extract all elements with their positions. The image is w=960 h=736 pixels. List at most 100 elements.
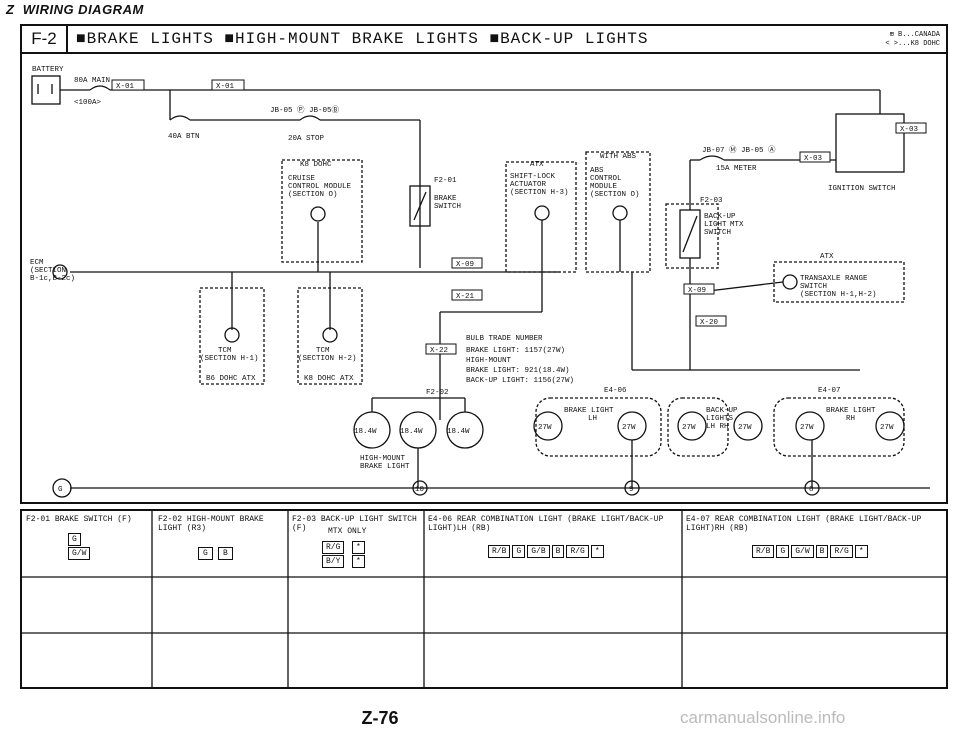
shift-lock-l3: (SECTION H-3) bbox=[510, 189, 569, 197]
w27a: 27W bbox=[538, 424, 552, 432]
pin-e406-2: G bbox=[512, 545, 526, 558]
tcm1-l2: (SECTION H-1) bbox=[200, 355, 259, 363]
x21-label: X-21 bbox=[456, 293, 475, 301]
w27e: 27W bbox=[800, 424, 814, 432]
abs-l1: ABS bbox=[590, 167, 604, 175]
pin-f203-b: * bbox=[352, 541, 365, 554]
bulb-l1: BULB TRADE NUMBER bbox=[466, 335, 543, 343]
tcm1-l1: TCM bbox=[218, 347, 232, 355]
meter-fuse-label: 15A METER bbox=[716, 165, 757, 173]
conn-e406-suffix: (RB) bbox=[471, 524, 491, 533]
diagram-area bbox=[20, 54, 948, 504]
conn-f203-suffix: (F) bbox=[292, 524, 307, 533]
ecm-l1: ECM bbox=[30, 259, 44, 267]
fuse-100a-label: <100A> bbox=[74, 99, 102, 107]
cruise-l1: CRUISE bbox=[288, 175, 316, 183]
bulb-l5: BACK-UP LIGHT: 1156(27W) bbox=[466, 377, 574, 385]
conn-e407-id: E4-07 bbox=[686, 515, 711, 524]
x01a-label: X-01 bbox=[116, 83, 135, 91]
tr-l3: (SECTION H-1,H-2) bbox=[800, 291, 877, 299]
w18c: 18.4W bbox=[447, 428, 470, 436]
shift-lock-l2: ACTUATOR bbox=[510, 181, 547, 189]
bulb-l2: BRAKE LIGHT: 1157(27W) bbox=[466, 347, 565, 355]
w27d: 27W bbox=[738, 424, 752, 432]
backup-l2: LIGHT bbox=[704, 221, 727, 229]
lh-l2: LH bbox=[588, 415, 597, 423]
hm-l1: HIGH-MOUNT bbox=[360, 455, 406, 463]
mtx-label: MTX bbox=[730, 221, 744, 229]
pin-e407-2: G bbox=[776, 545, 790, 558]
wiring-diagram: BATTERY 80A MAIN <100A> 40A BTN JB-05 Ⓟ … bbox=[30, 66, 930, 498]
abs-l2: CONTROL bbox=[590, 175, 622, 183]
b6-dohc-label: B6 DOHC ATX bbox=[206, 375, 256, 383]
bu-l2: LIGHTS bbox=[706, 415, 734, 423]
backup-l1: BACK-UP bbox=[704, 213, 736, 221]
abs-l4: (SECTION O) bbox=[590, 191, 640, 199]
rh-l1: BRAKE LIGHT bbox=[826, 407, 876, 415]
pin-e407-5: R/G bbox=[830, 545, 853, 558]
conn-e407-name: REAR COMBINATION LIGHT (BRAKE LIGHT/BACK… bbox=[686, 515, 922, 533]
w27b: 27W bbox=[622, 424, 636, 432]
x03-label: X-03 bbox=[900, 126, 919, 134]
pin-f202-b: B bbox=[218, 547, 233, 560]
f201-label: F2-01 bbox=[434, 177, 457, 185]
pin-e407-4: B bbox=[815, 545, 829, 558]
tcm2-l2: (SECTION H-2) bbox=[298, 355, 357, 363]
x22-label: X-22 bbox=[430, 347, 448, 355]
pins-e406: R/B G G/B B R/G * bbox=[488, 545, 604, 558]
pin-e406-3: G/B bbox=[527, 545, 550, 558]
conn-e406-name: REAR COMBINATION LIGHT (BRAKE LIGHT/BACK… bbox=[428, 515, 664, 533]
pin-e406-4: B bbox=[551, 545, 565, 558]
ecm-l2: (SECTION bbox=[30, 267, 66, 275]
x09b-label: X-09 bbox=[688, 287, 706, 295]
pin-e406-1: R/B bbox=[488, 545, 511, 558]
conn-f201-suffix: (F) bbox=[117, 515, 132, 524]
brake-switch-l1: BRAKE bbox=[434, 195, 457, 203]
ground-9: 9 bbox=[629, 486, 634, 494]
x20-label: X-20 bbox=[700, 319, 719, 327]
battery-label: BATTERY bbox=[32, 66, 64, 74]
diagram-title: ■BRAKE LIGHTS ■HIGH-MOUNT BRAKE LIGHTS ■… bbox=[76, 30, 649, 48]
conn-e407-suffix: (RB) bbox=[729, 524, 749, 533]
pin-f203-a: R/G bbox=[322, 541, 345, 554]
shift-lock-l1: SHIFT-LOCK bbox=[510, 173, 556, 181]
pins-e407: R/B G G/W B R/G * bbox=[752, 545, 868, 558]
section-letter: Z bbox=[6, 2, 15, 17]
conn-f202-name: HIGH-MOUNT BRAKE LIGHT (R3) bbox=[158, 515, 264, 533]
pin-f203-c: B/Y bbox=[322, 555, 345, 568]
cruise-l2: CONTROL MODULE bbox=[288, 183, 352, 191]
ground-8: 8 bbox=[809, 486, 814, 494]
page-number: Z-76 bbox=[361, 708, 399, 728]
f203-note: MTX ONLY bbox=[328, 527, 367, 536]
title-bar: F-2 ■BRAKE LIGHTS ■HIGH-MOUNT BRAKE LIGH… bbox=[20, 24, 948, 54]
pin-f203-d: * bbox=[352, 555, 365, 568]
pin-e407-6: * bbox=[854, 545, 868, 558]
fuse-stop-label: 20A STOP bbox=[288, 135, 325, 143]
jb05-label: JB-05 Ⓟ JB-05Ⓑ bbox=[270, 105, 340, 115]
with-abs-label: WITH ABS bbox=[600, 153, 637, 161]
ground-g: G bbox=[58, 486, 63, 494]
conn-f201-id: F2-01 bbox=[26, 515, 51, 524]
conn-f201: F2-01 BRAKE SWITCH (F) bbox=[26, 515, 150, 524]
bu-l3: LH RH bbox=[706, 423, 729, 431]
backup-l3: SWITCH bbox=[704, 229, 731, 237]
fuse-80a-label: 80A MAIN bbox=[74, 77, 110, 85]
conn-f202-id: F2-02 bbox=[158, 515, 183, 524]
legend-canada: ⊞ B...CANADA bbox=[889, 31, 940, 39]
watermark: carmanualsonline.info bbox=[680, 708, 846, 727]
x03b-label: X-03 bbox=[804, 155, 823, 163]
f202-label: F2-02 bbox=[426, 389, 449, 397]
conn-e406-id: E4-06 bbox=[428, 515, 453, 524]
conn-f202: F2-02 HIGH-MOUNT BRAKE LIGHT (R3) bbox=[158, 515, 286, 533]
bulb-l4: BRAKE LIGHT: 921(18.4W) bbox=[466, 367, 570, 375]
bulb-l3: HIGH-MOUNT bbox=[466, 357, 512, 365]
pin-e406-6: * bbox=[590, 545, 604, 558]
ignition-label: IGNITION SWITCH bbox=[828, 185, 896, 193]
conn-f203: F2-03 BACK-UP LIGHT SWITCH (F) bbox=[292, 515, 422, 533]
header-title: WIRING DIAGRAM bbox=[22, 2, 144, 17]
connector-grid-lines bbox=[22, 511, 946, 687]
atx-label: ATX bbox=[530, 161, 544, 169]
conn-f203-id: F2-03 bbox=[292, 515, 317, 524]
connector-table: F2-01 BRAKE SWITCH (F) G G/W F2-02 HIGH-… bbox=[20, 509, 948, 689]
e406-label: E4-06 bbox=[604, 387, 627, 395]
